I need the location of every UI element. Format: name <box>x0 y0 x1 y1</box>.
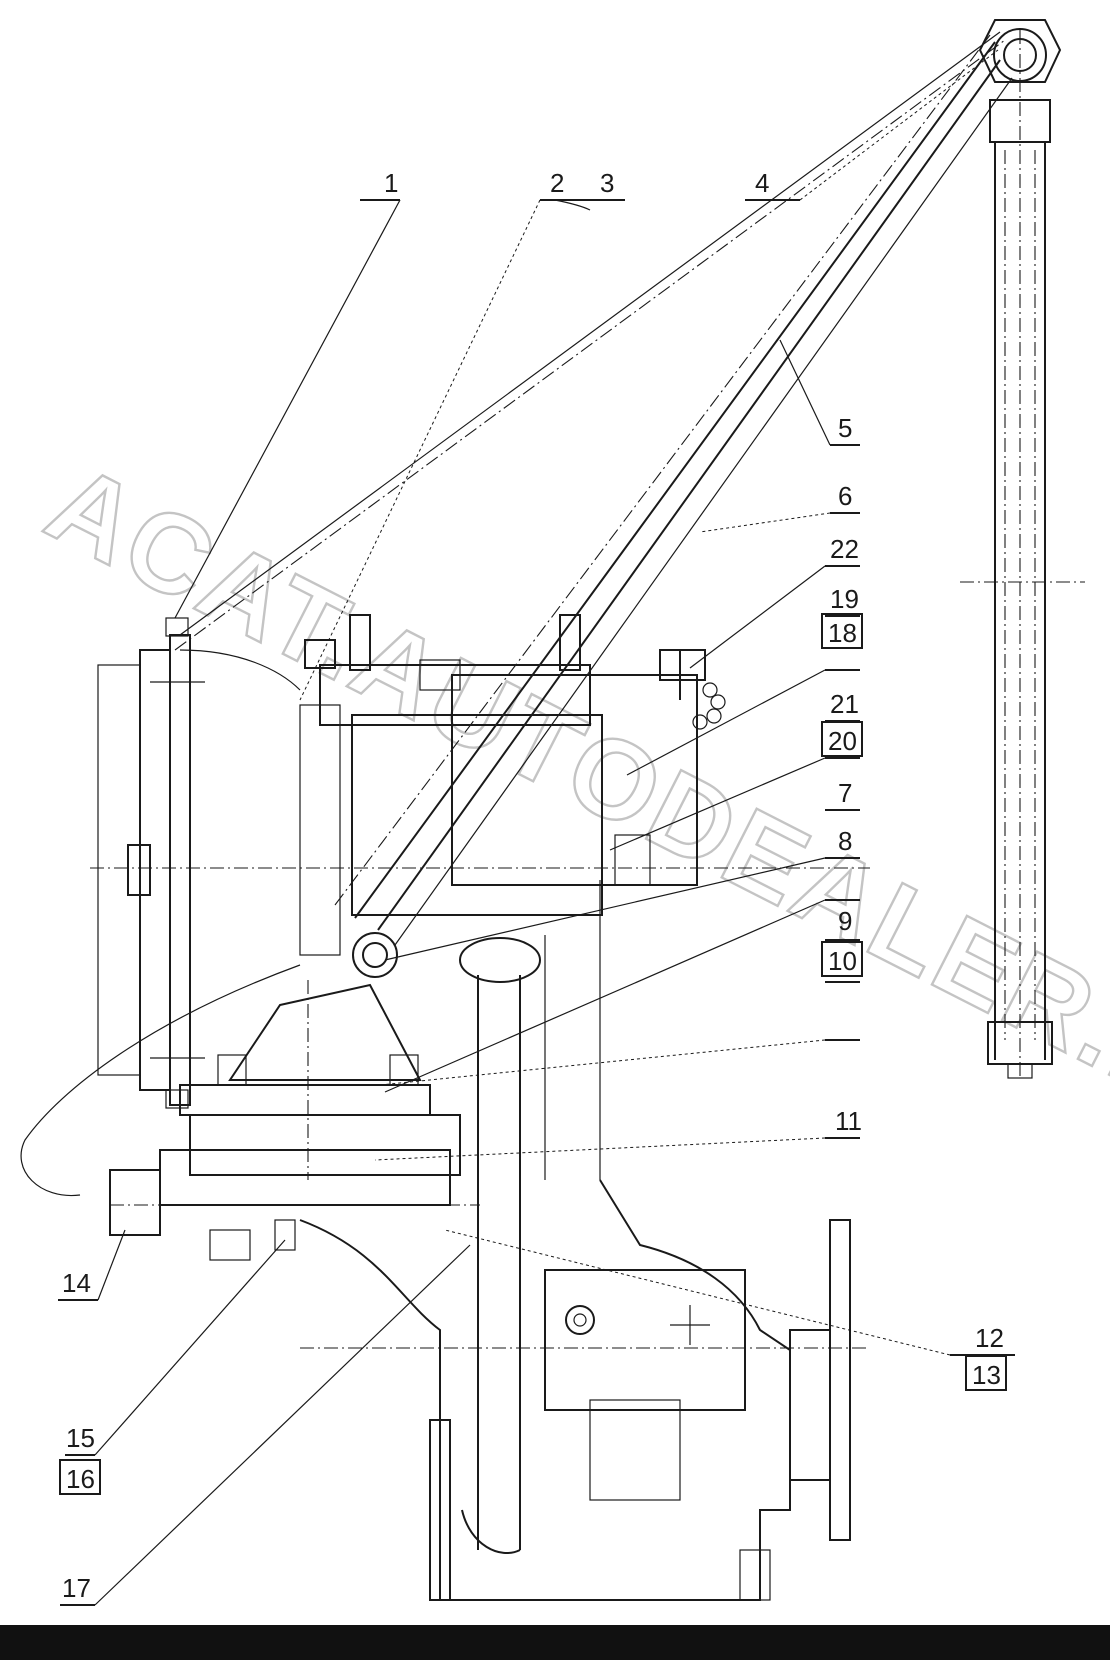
bottom-bar <box>0 1625 1110 1660</box>
callout-3: 3 <box>600 168 614 198</box>
callout-1: 1 <box>384 168 398 198</box>
callout-9: 9 <box>838 906 852 936</box>
callout-numbers: 1 2 3 4 5 6 22 19 18 21 20 7 8 9 10 11 1… <box>59 168 1007 1603</box>
callout-18: 18 <box>828 618 857 648</box>
callout-18-box <box>821 613 863 649</box>
lift-cylinder <box>978 19 1062 1079</box>
callout-7: 7 <box>838 778 852 808</box>
callout-11: 11 <box>835 1106 862 1136</box>
callout-5: 5 <box>838 413 852 443</box>
callout-4: 4 <box>755 168 769 198</box>
callout-6: 6 <box>838 481 852 511</box>
callout-8: 8 <box>838 826 852 856</box>
callout-13-box <box>965 1355 1007 1391</box>
callout-13: 13 <box>972 1360 1001 1390</box>
callout-10: 10 <box>828 946 857 976</box>
callout-16: 16 <box>66 1464 95 1494</box>
callout-17: 17 <box>62 1573 91 1603</box>
callout-12: 12 <box>975 1323 1004 1353</box>
callout-19: 19 <box>830 584 859 614</box>
callout-16-box <box>59 1459 101 1495</box>
callout-22: 22 <box>830 534 859 564</box>
leader-lines <box>58 49 1015 1606</box>
hydraulic-hose <box>20 964 301 1197</box>
callout-20-box <box>821 721 863 757</box>
watermark-text: ACAT.AUTODEALER.RU <box>29 440 1110 1170</box>
winch-housing <box>299 614 698 978</box>
chain-pin <box>659 649 726 730</box>
callout-10-box <box>821 941 863 977</box>
callout-14: 14 <box>62 1268 91 1298</box>
callout-20: 20 <box>828 726 857 756</box>
callout-15: 15 <box>66 1423 95 1453</box>
boom-arms <box>174 31 1013 946</box>
callout-21: 21 <box>830 689 859 719</box>
mount-bracket <box>109 983 461 1261</box>
diagram-canvas: ACAT.AUTODEALER.RU <box>20 19 1110 1606</box>
gear-column <box>299 880 851 1601</box>
callout-2: 2 <box>550 168 564 198</box>
